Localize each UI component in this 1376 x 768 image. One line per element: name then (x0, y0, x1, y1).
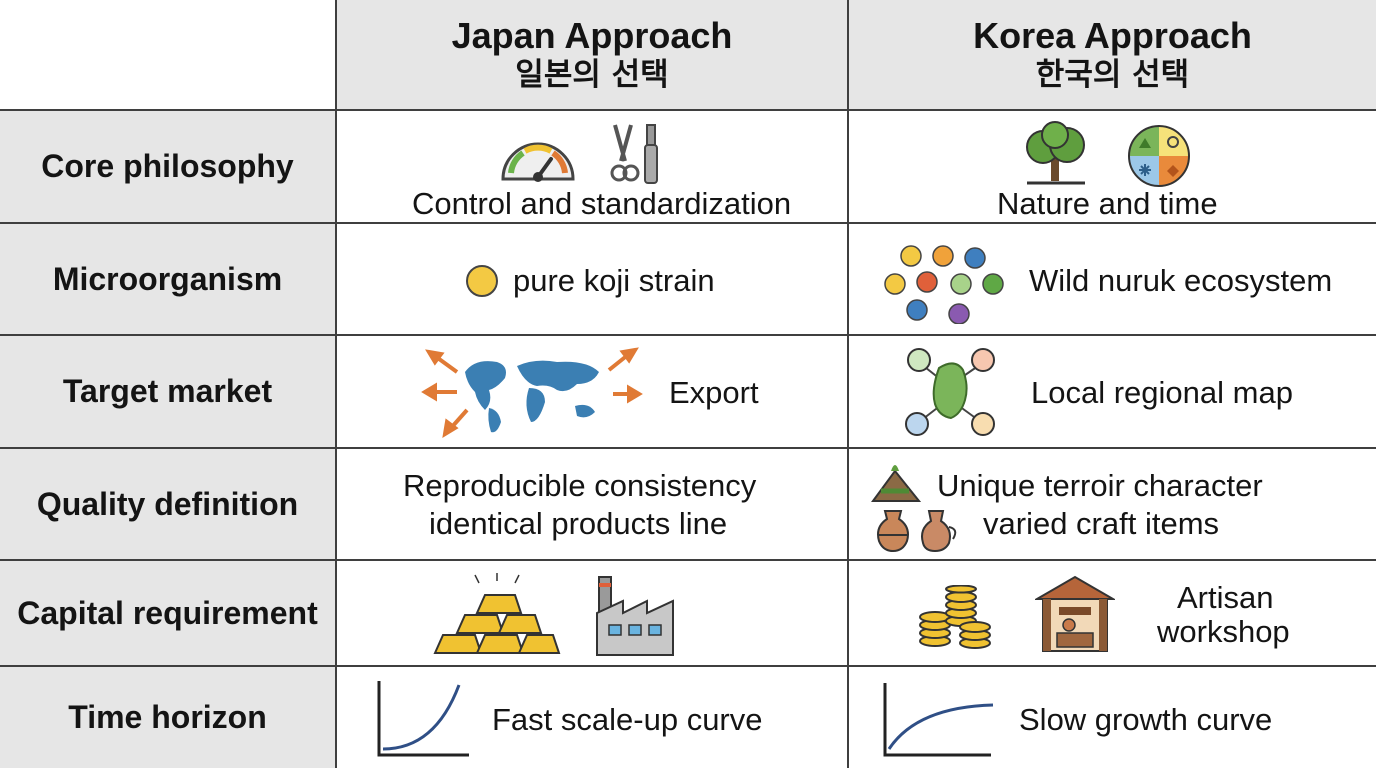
korea-capital-line-1: Artisan (1177, 580, 1274, 615)
pottery-icon (877, 510, 957, 553)
row-label-target-market: Target market (0, 336, 337, 449)
tree-icon (1026, 121, 1085, 185)
tools-icon (610, 124, 658, 184)
coin-stacks-icon (919, 585, 991, 649)
korea-quality-line-1: Unique terroir character (937, 468, 1263, 503)
japan-capital-requirement-cell (337, 561, 849, 667)
logarithmic-curve-icon (883, 683, 994, 757)
japan-column-header: Japan Approach 일본의 선택 (337, 0, 849, 111)
korea-core-philosophy-text: Nature and time (997, 186, 1218, 221)
regional-network-map-icon (905, 348, 995, 436)
exponential-curve-icon (377, 681, 469, 757)
gold-bars-icon (433, 573, 561, 654)
korea-header-title: Korea Approach (973, 14, 1252, 56)
row-label-capital-requirement: Capital requirement (0, 561, 337, 667)
japan-time-horizon-cell: Fast scale-up curve (337, 667, 849, 768)
korea-time-horizon-cell: Slow growth curve (849, 667, 1376, 768)
mixed-culture-dots-icon (884, 245, 1004, 324)
korea-time-horizon-text: Slow growth curve (1019, 702, 1273, 737)
japan-quality-line-1: Reproducible consistency (403, 468, 757, 503)
japan-quality-definition-cell: Reproducible consistency identical produ… (337, 449, 849, 561)
row-label-text: Capital requirement (17, 594, 318, 631)
row-label-text: Target market (62, 373, 273, 409)
gauge-icon (501, 142, 575, 182)
row-label-text: Quality definition (36, 485, 299, 522)
row-label-quality-definition: Quality definition (0, 449, 337, 561)
japan-time-horizon-text: Fast scale-up curve (492, 702, 763, 737)
korea-capital-line-2: workshop (1157, 614, 1290, 649)
japan-core-philosophy-cell: Control and standardization (337, 111, 849, 224)
japan-target-market-text: Export (669, 375, 759, 410)
row-label-core-philosophy: Core philosophy (0, 111, 337, 224)
korea-column-header: Korea Approach 한국의 선택 (849, 0, 1376, 111)
korea-microorganism-text: Wild nuruk ecosystem (1029, 263, 1333, 298)
korea-quality-definition-cell: Unique terroir character varied craft it… (849, 449, 1376, 561)
korea-capital-requirement-cell: Artisan workshop (849, 561, 1376, 667)
korea-target-market-cell: Local regional map (849, 336, 1376, 449)
korea-header-subtitle: 한국의 선택 (1035, 56, 1190, 93)
row-label-text: Core philosophy (41, 148, 294, 184)
terroir-icon (871, 465, 922, 502)
korea-core-philosophy-cell: Nature and time (849, 111, 1376, 224)
world-map-arrows-icon (421, 347, 643, 438)
korea-microorganism-cell: Wild nuruk ecosystem (849, 224, 1376, 336)
seasons-icon (1128, 125, 1190, 187)
japan-core-philosophy-text: Control and standardization (412, 186, 792, 221)
row-label-text: Time horizon (68, 699, 267, 735)
japan-header-title: Japan Approach (451, 14, 733, 56)
japan-header-subtitle: 일본의 선택 (515, 56, 669, 93)
row-label-text: Microorganism (52, 260, 283, 297)
korea-quality-line-2: varied craft items (983, 506, 1220, 541)
row-label-time-horizon: Time horizon (0, 667, 337, 768)
factory-icon (596, 576, 674, 656)
table-corner (0, 0, 337, 111)
japan-quality-line-2: identical products line (429, 506, 728, 541)
single-culture-dot-icon (466, 265, 498, 297)
row-label-microorganism: Microorganism (0, 224, 337, 336)
japan-microorganism-cell: pure koji strain (337, 224, 849, 336)
japan-microorganism-text: pure koji strain (513, 263, 715, 298)
korea-target-market-text: Local regional map (1031, 375, 1293, 410)
workshop-icon (1035, 575, 1115, 652)
japan-target-market-cell: Export (337, 336, 849, 449)
